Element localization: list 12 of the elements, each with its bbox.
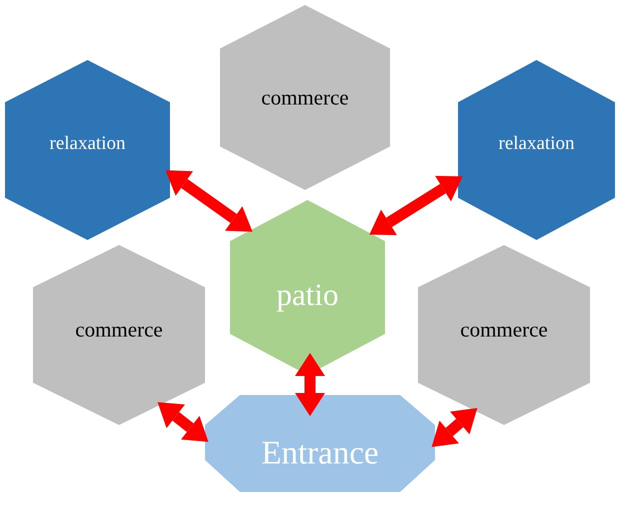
double-arrow [166,170,252,232]
double-arrow [369,176,463,236]
node-label: Entrance [261,435,379,472]
node-label: relaxation [50,133,126,155]
node-label: patio [276,276,338,312]
double-arrow [158,402,208,442]
node-label: relaxation [498,133,574,155]
node-label: commerce [75,318,163,342]
double-arrow [295,352,325,416]
double-arrow [432,408,478,447]
node-label: commerce [460,318,548,342]
node-label: commerce [261,85,349,110]
